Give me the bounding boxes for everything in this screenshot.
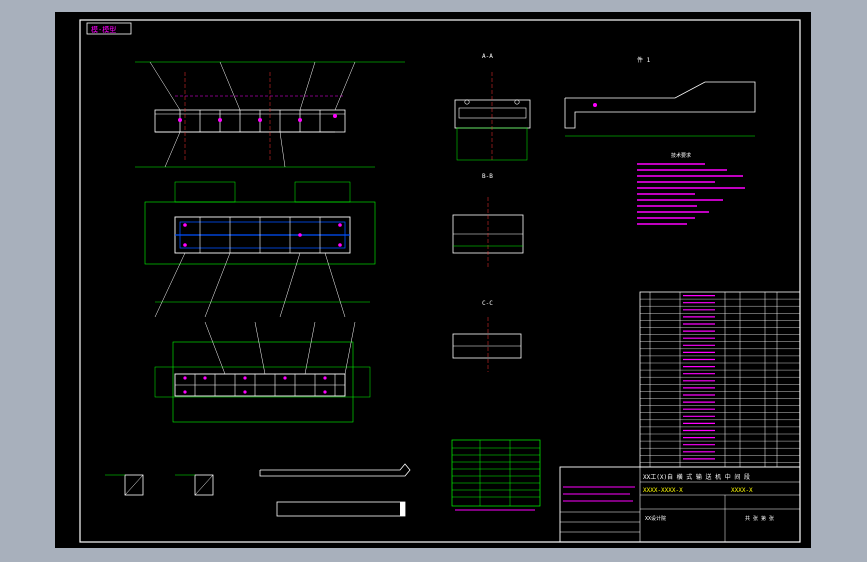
- svg-text:C-C: C-C: [482, 300, 493, 307]
- drawing-code: XXXX-X: [731, 487, 753, 494]
- view-tag-text: 模-模型: [91, 25, 116, 34]
- section-c-c: C-C: [452, 300, 522, 372]
- svg-text:B-B: B-B: [482, 173, 493, 180]
- section-a-a: A-A: [454, 53, 531, 162]
- strip-part: [259, 463, 411, 517]
- detail-views: [105, 474, 214, 496]
- drawing-frame: [79, 19, 801, 543]
- sheet-label: 共 张 第 张: [745, 515, 774, 522]
- company-name: XX设计院: [645, 515, 666, 522]
- svg-text:技术要求: 技术要求: [671, 152, 691, 159]
- cad-viewport[interactable]: 模-模型: [55, 12, 811, 548]
- drawing-number: XXXX-XXXX-X: [643, 487, 683, 494]
- svg-text:件 1: 件 1: [637, 56, 651, 64]
- parts-list[interactable]: [639, 291, 801, 468]
- cad-drawing-canvas[interactable]: 模-模型: [55, 12, 811, 548]
- legend-table: [451, 439, 541, 511]
- bottom-view: [154, 321, 371, 423]
- technical-notes: 技术要求: [637, 152, 745, 225]
- title-main: XX工(X)自 横 式 输 送 机 中 间 段: [643, 473, 750, 481]
- view-tag-box[interactable]: [86, 22, 132, 35]
- title-block[interactable]: XX工(X)自 横 式 输 送 机 中 间 段 XXXX-XXXX-X XXXX…: [559, 466, 801, 543]
- plan-view: [144, 181, 376, 318]
- section-b-b: B-B: [452, 173, 524, 267]
- part-detail: 件 1: [564, 56, 756, 137]
- svg-text:A-A: A-A: [482, 53, 493, 60]
- elevation-view: [135, 61, 405, 168]
